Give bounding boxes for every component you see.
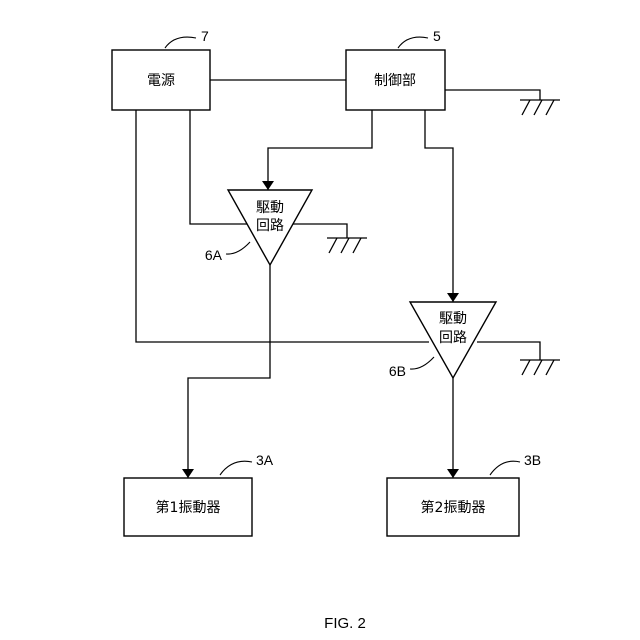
drive-circuit-b-ref: 6B	[389, 363, 406, 379]
drive-circuit-b-label-line2: 回路	[439, 330, 467, 346]
drive-circuit-a-label-line1: 駆動	[256, 200, 284, 216]
power-supply-ref-leader	[165, 37, 196, 48]
drive-circuit-a-ref-leader	[226, 242, 250, 254]
ground-symbol-drive-a	[327, 238, 367, 253]
vibrator-2-ref-leader	[490, 461, 520, 475]
vibrator-1-ref: 3A	[256, 452, 274, 468]
wire-controller-to-drive-a	[268, 110, 372, 190]
wire-controller-to-drive-b	[425, 110, 453, 302]
drive-circuit-b-ref-leader	[410, 357, 434, 369]
wire-controller-ground	[445, 90, 540, 100]
drive-circuit-a-ref: 6A	[205, 247, 223, 263]
vibrator-2-ref: 3B	[524, 452, 541, 468]
vibrator-2-label: 第2振動器	[421, 499, 486, 516]
wire-drive-b-ground	[477, 342, 540, 360]
wire-drive-a-ground	[288, 224, 347, 238]
wire-drive-a-to-vibrator-1	[188, 265, 270, 478]
power-supply-ref: 7	[201, 28, 209, 44]
controller-ref: 5	[433, 28, 441, 44]
figure-caption: FIG. 2	[324, 615, 366, 632]
vibrator-1-ref-leader	[220, 461, 252, 475]
ground-symbol-controller	[520, 100, 560, 115]
drive-circuit-b-label-line1: 駆動	[439, 311, 467, 327]
ground-symbol-drive-b	[520, 360, 560, 375]
power-supply-label: 電源	[147, 73, 175, 89]
vibrator-1-label: 第1振動器	[156, 499, 221, 516]
drive-circuit-a-label-line2: 回路	[256, 218, 284, 234]
controller-label: 制御部	[374, 73, 416, 89]
controller-ref-leader	[398, 37, 428, 48]
